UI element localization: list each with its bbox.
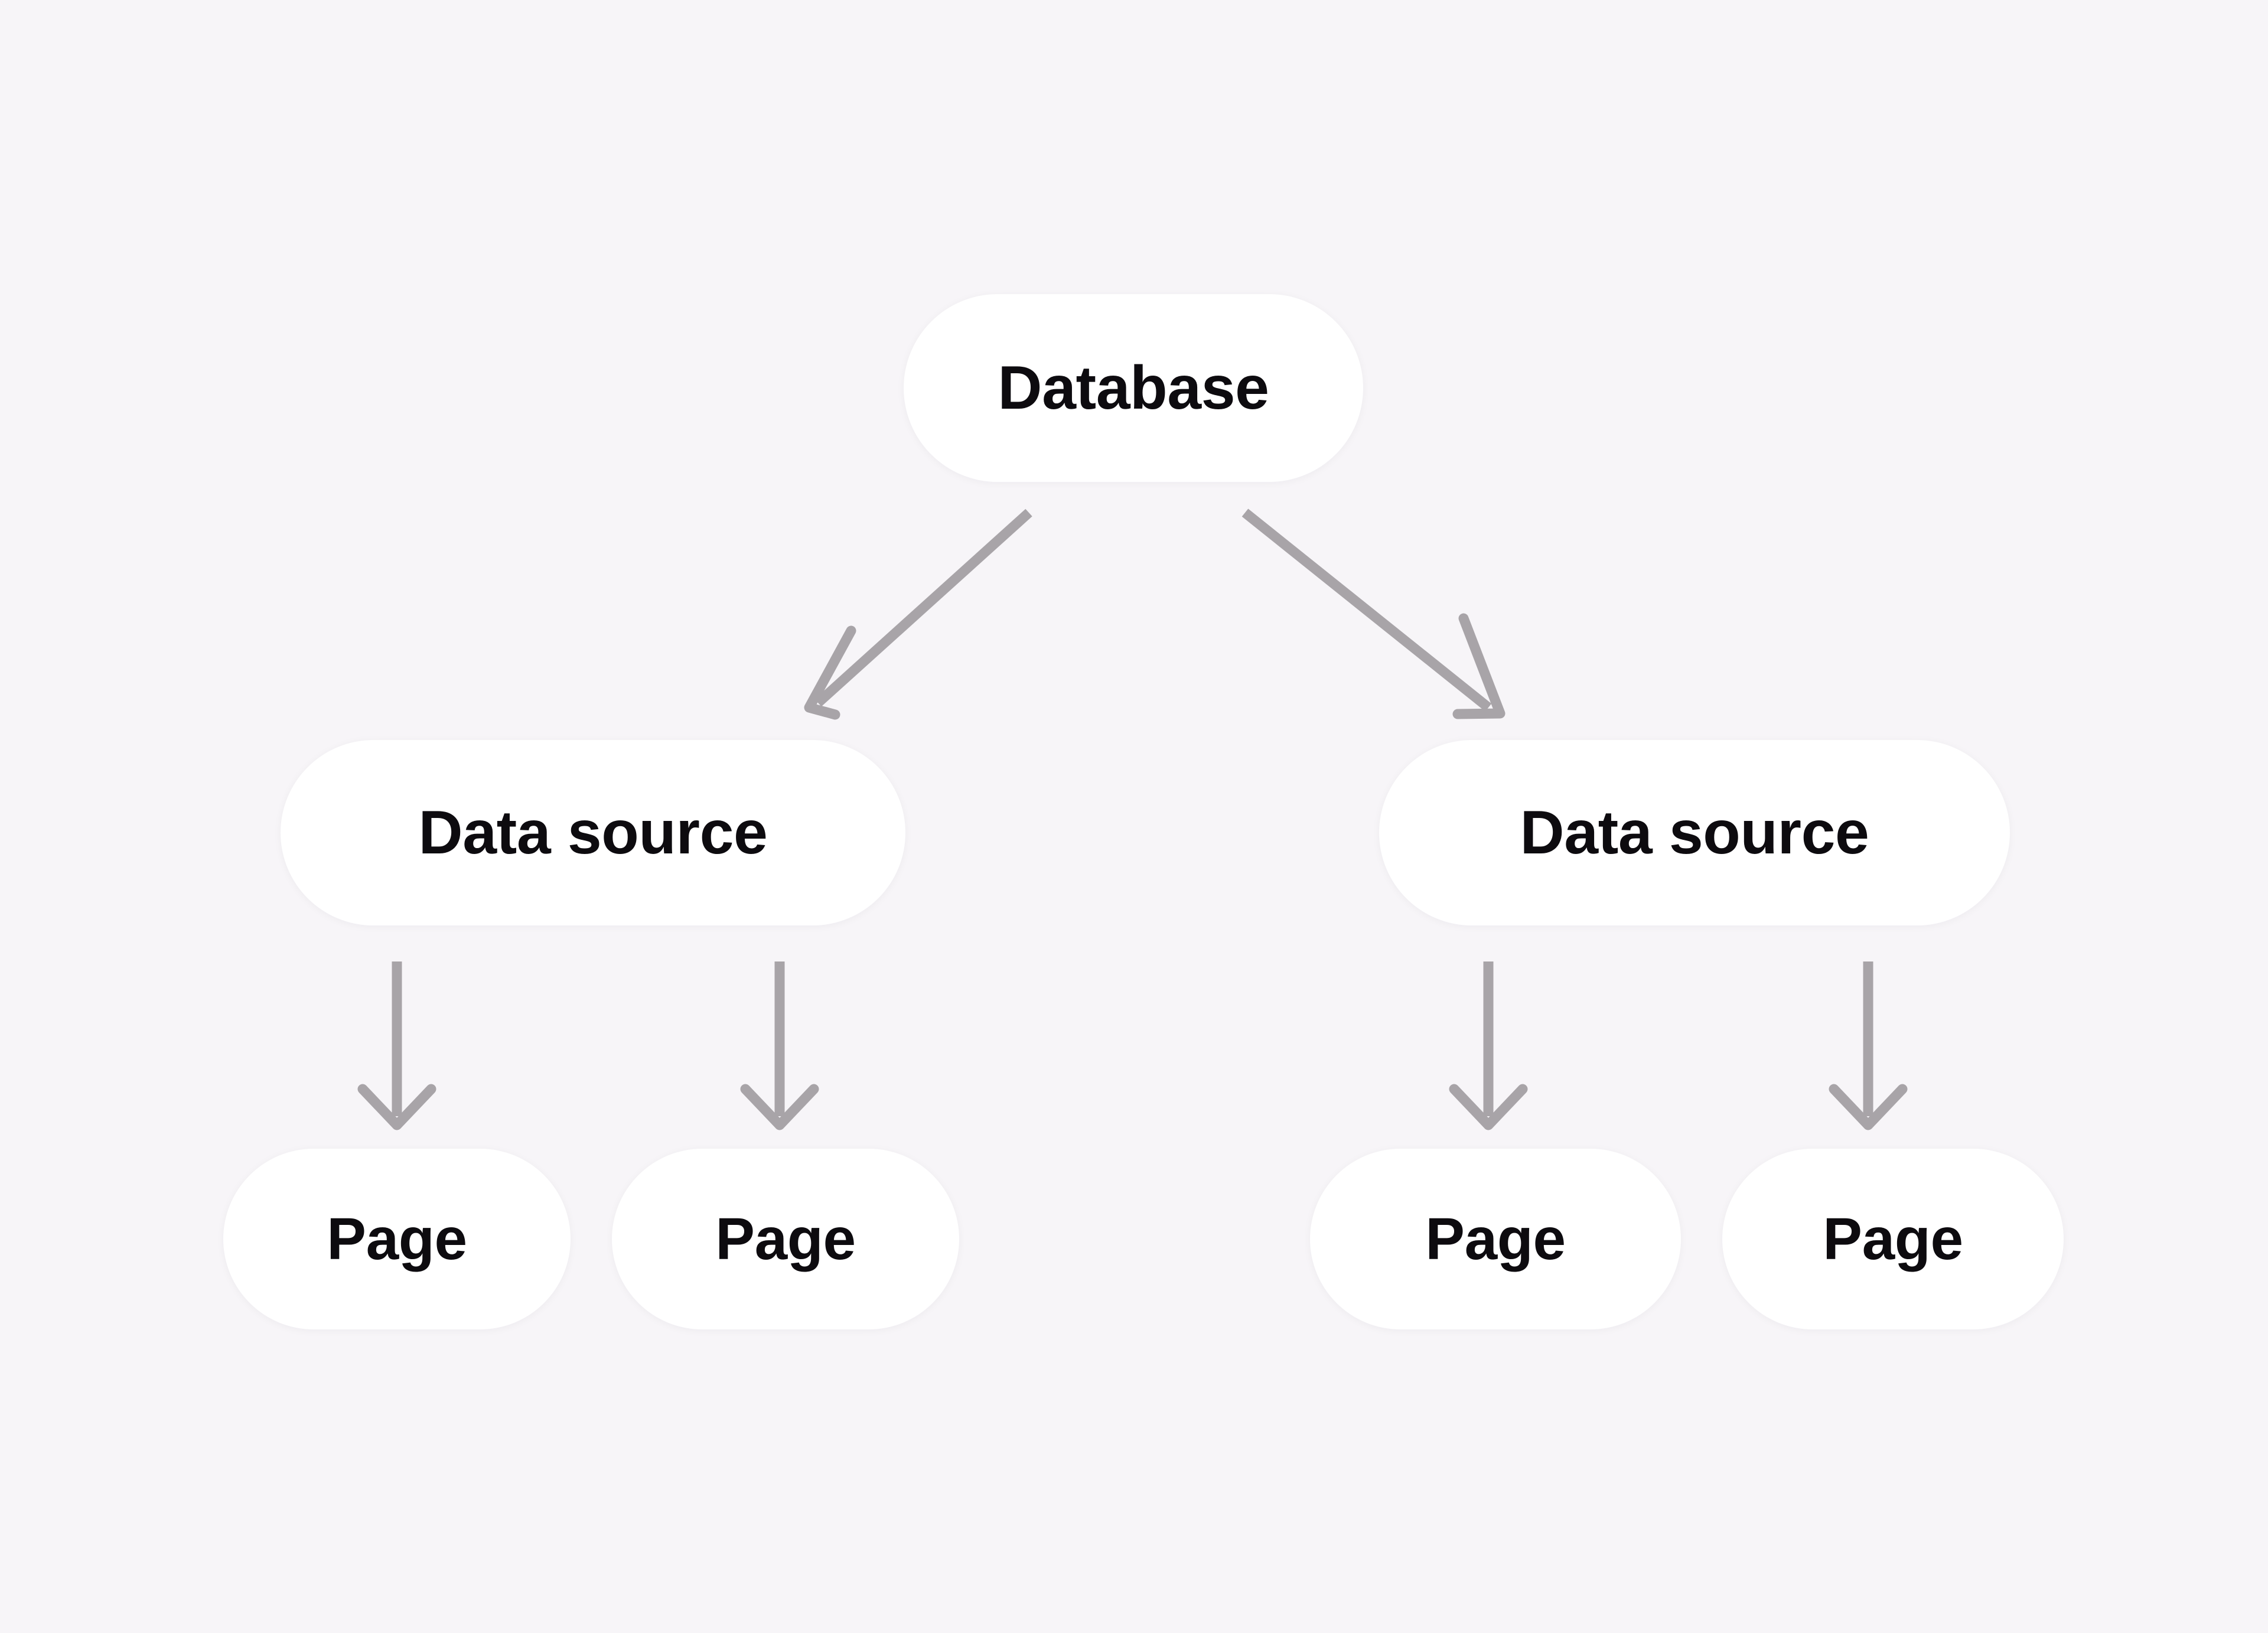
- edge-data-source-2-to-page-4: [1829, 961, 1908, 1130]
- node-page-1[interactable]: Page: [223, 1149, 571, 1329]
- node-page-2[interactable]: Page: [612, 1149, 959, 1329]
- edge-data-source-1-to-page-2: [740, 961, 819, 1130]
- node-data-source-2[interactable]: Data source: [1379, 740, 2010, 925]
- node-page-3[interactable]: Page: [1310, 1149, 1681, 1329]
- edge-database-to-data-source-1: [804, 509, 1032, 720]
- edge-database-to-data-source-2: [1241, 509, 1506, 719]
- node-data-source-1[interactable]: Data source: [281, 740, 905, 925]
- node-data-source-1-label: Data source: [418, 798, 768, 867]
- node-database-label: Database: [998, 354, 1269, 422]
- node-database[interactable]: Database: [904, 294, 1363, 482]
- node-page-1-label: Page: [327, 1206, 467, 1272]
- node-data-source-2-label: Data source: [1520, 798, 1869, 867]
- edge-data-source-1-to-page-1: [357, 961, 436, 1130]
- node-page-2-label: Page: [715, 1206, 856, 1272]
- node-page-3-label: Page: [1425, 1206, 1566, 1272]
- node-page-4[interactable]: Page: [1722, 1149, 2064, 1329]
- edge-data-source-2-to-page-3: [1449, 961, 1528, 1130]
- node-page-4-label: Page: [1823, 1206, 1963, 1272]
